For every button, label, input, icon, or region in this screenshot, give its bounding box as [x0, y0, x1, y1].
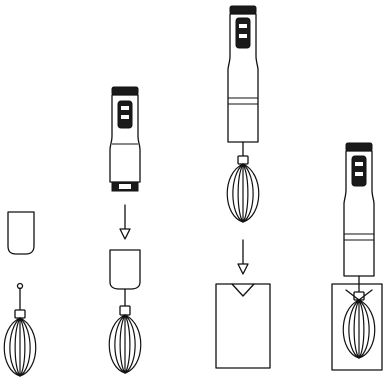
arrow-down-2 [238, 240, 248, 274]
whisk-step-3 [227, 164, 259, 222]
gearbox [110, 250, 140, 289]
gearbox-cover [8, 212, 34, 254]
step-2-parts [109, 87, 141, 373]
motor-unit [110, 87, 140, 191]
step-4-parts [332, 143, 382, 370]
arrow-down [120, 205, 130, 239]
step-3-parts [216, 6, 270, 368]
whisk-step-2 [109, 315, 141, 373]
step-1-parts [4, 212, 36, 376]
loose-whisk [4, 284, 36, 377]
beaker [216, 284, 270, 368]
